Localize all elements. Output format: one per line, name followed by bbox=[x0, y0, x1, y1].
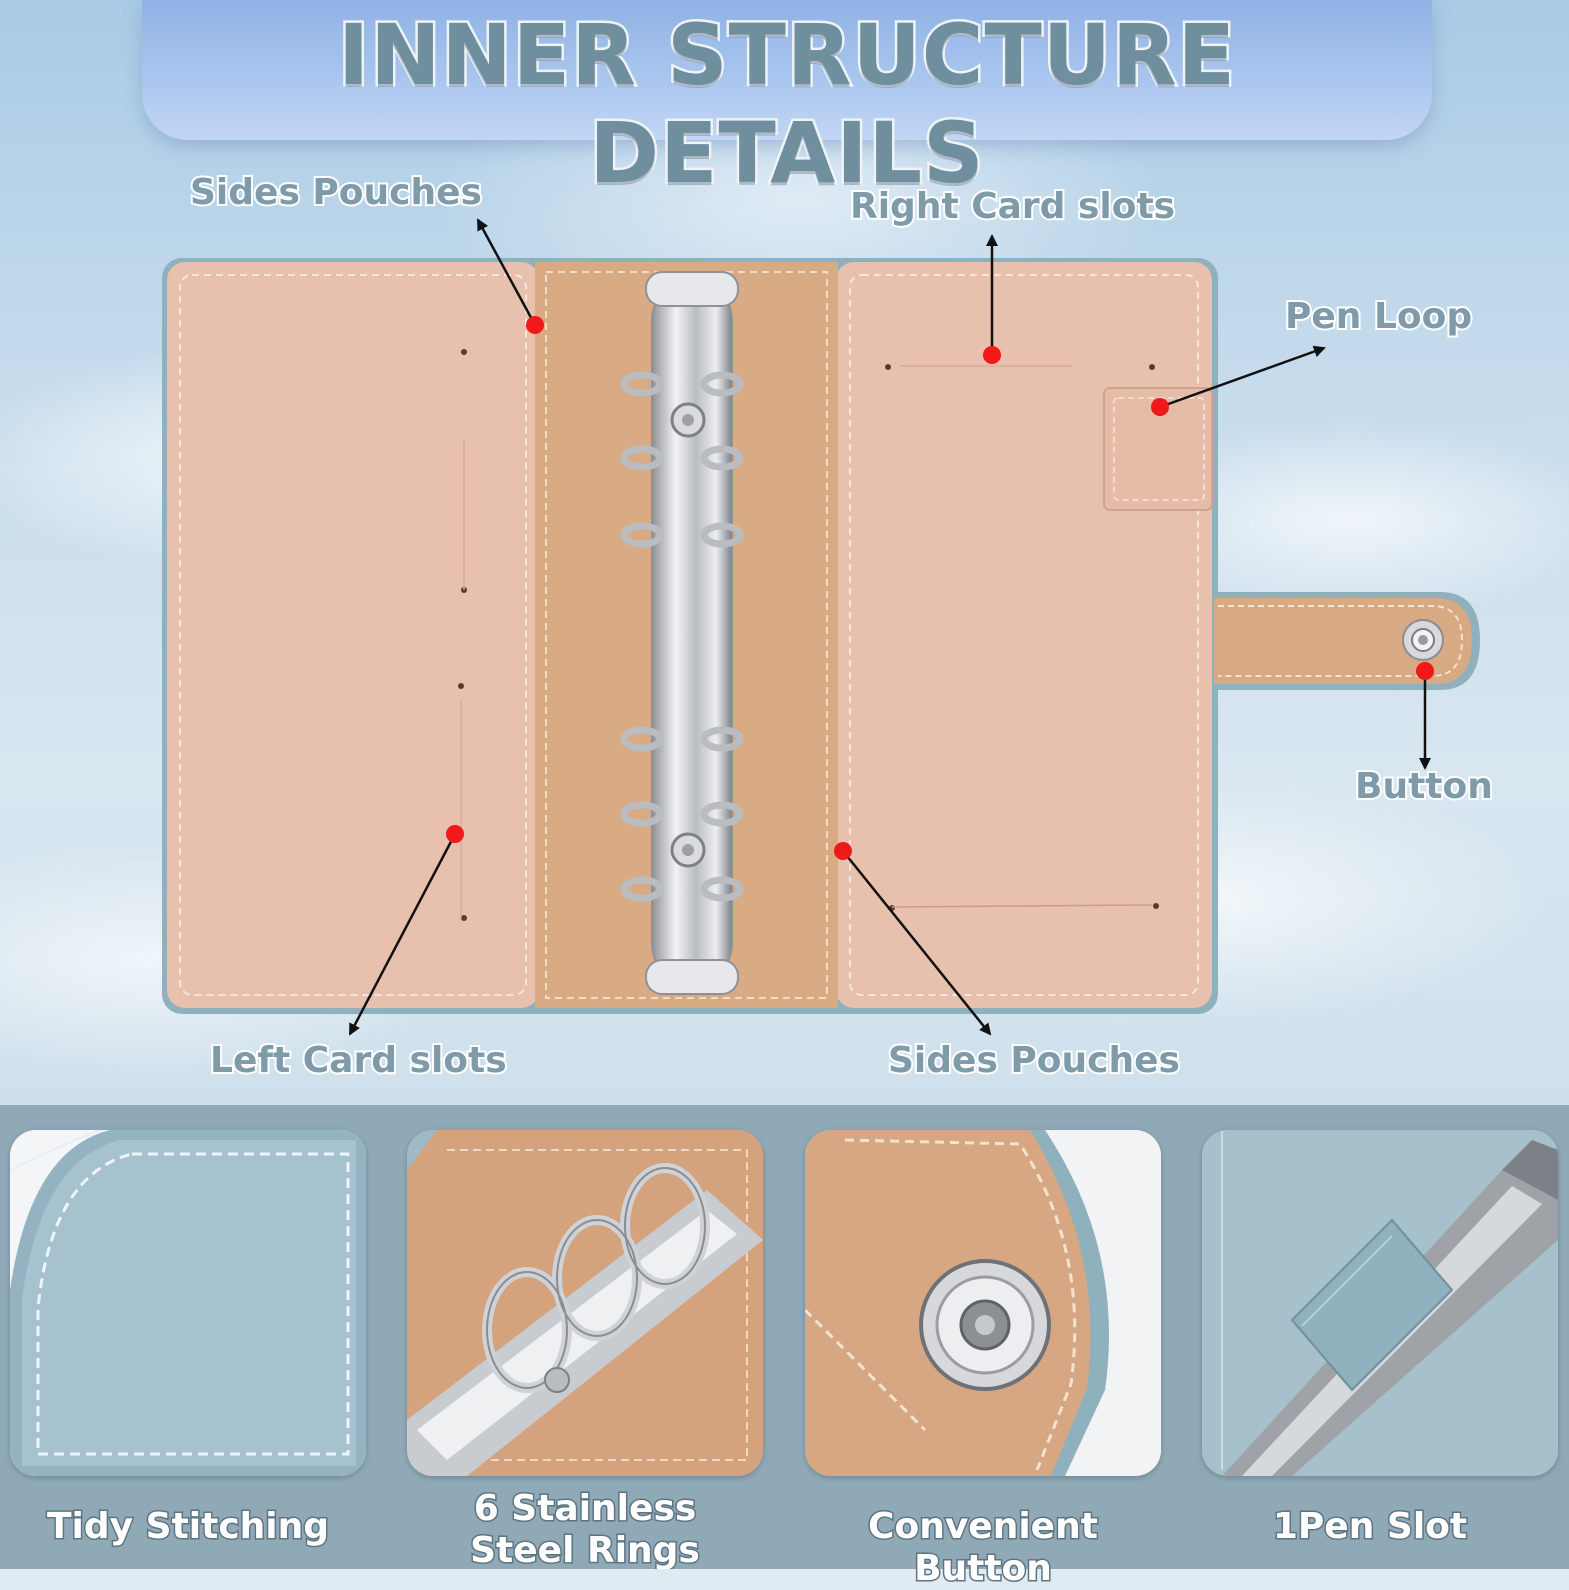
arrow-icon bbox=[348, 833, 457, 1036]
snap-button-icon bbox=[919, 1259, 1051, 1391]
page-title: INNER STRUCTURE DETAILS bbox=[335, 4, 1237, 205]
caption-stainless-rings: 6 Stainless Steel Rings bbox=[407, 1488, 763, 1569]
binder-diagram bbox=[162, 218, 1480, 1036]
caption-pen-slot: 1Pen Slot bbox=[1271, 1505, 1468, 1549]
pen-loop bbox=[1103, 387, 1213, 511]
arrow-icon bbox=[1159, 345, 1326, 409]
feature-thumb-button bbox=[805, 1130, 1161, 1476]
left-panel bbox=[167, 262, 539, 1008]
marker-left-card-slots bbox=[446, 825, 464, 843]
label-pen-loop: Pen Loop bbox=[1283, 294, 1474, 339]
caption-line-2: Steel Rings bbox=[469, 1529, 702, 1570]
marker-sides-pouches-top bbox=[526, 316, 544, 334]
feature-thumb-pen bbox=[1202, 1130, 1558, 1476]
ring-binder-icon bbox=[620, 271, 744, 995]
marker-pen-loop bbox=[1151, 398, 1169, 416]
right-panel bbox=[836, 262, 1212, 1008]
feature-thumb-stitching bbox=[10, 1130, 366, 1476]
title-banner bbox=[142, 0, 1432, 140]
caption-tidy-stitching: Tidy Stitching bbox=[45, 1505, 330, 1549]
arrow-icon bbox=[476, 218, 537, 326]
label-sides-pouches-top: Sides Pouches bbox=[188, 170, 484, 215]
label-right-card-slots: Right Card slots bbox=[848, 184, 1177, 229]
label-button: Button bbox=[1353, 764, 1495, 809]
marker-right-card-slots bbox=[983, 346, 1001, 364]
snap-button-icon bbox=[1402, 619, 1444, 661]
marker-button bbox=[1416, 662, 1434, 680]
marker-sides-pouches-bottom bbox=[834, 842, 852, 860]
arrow-icon bbox=[842, 850, 992, 1036]
label-left-card-slots: Left Card slots bbox=[208, 1038, 509, 1083]
caption-convenient-button: Convenient Button bbox=[867, 1505, 1100, 1590]
label-sides-pouches-bottom: Sides Pouches bbox=[886, 1038, 1182, 1083]
feature-thumb-rings bbox=[407, 1130, 763, 1476]
caption-line-1: 6 Stainless bbox=[472, 1488, 698, 1531]
